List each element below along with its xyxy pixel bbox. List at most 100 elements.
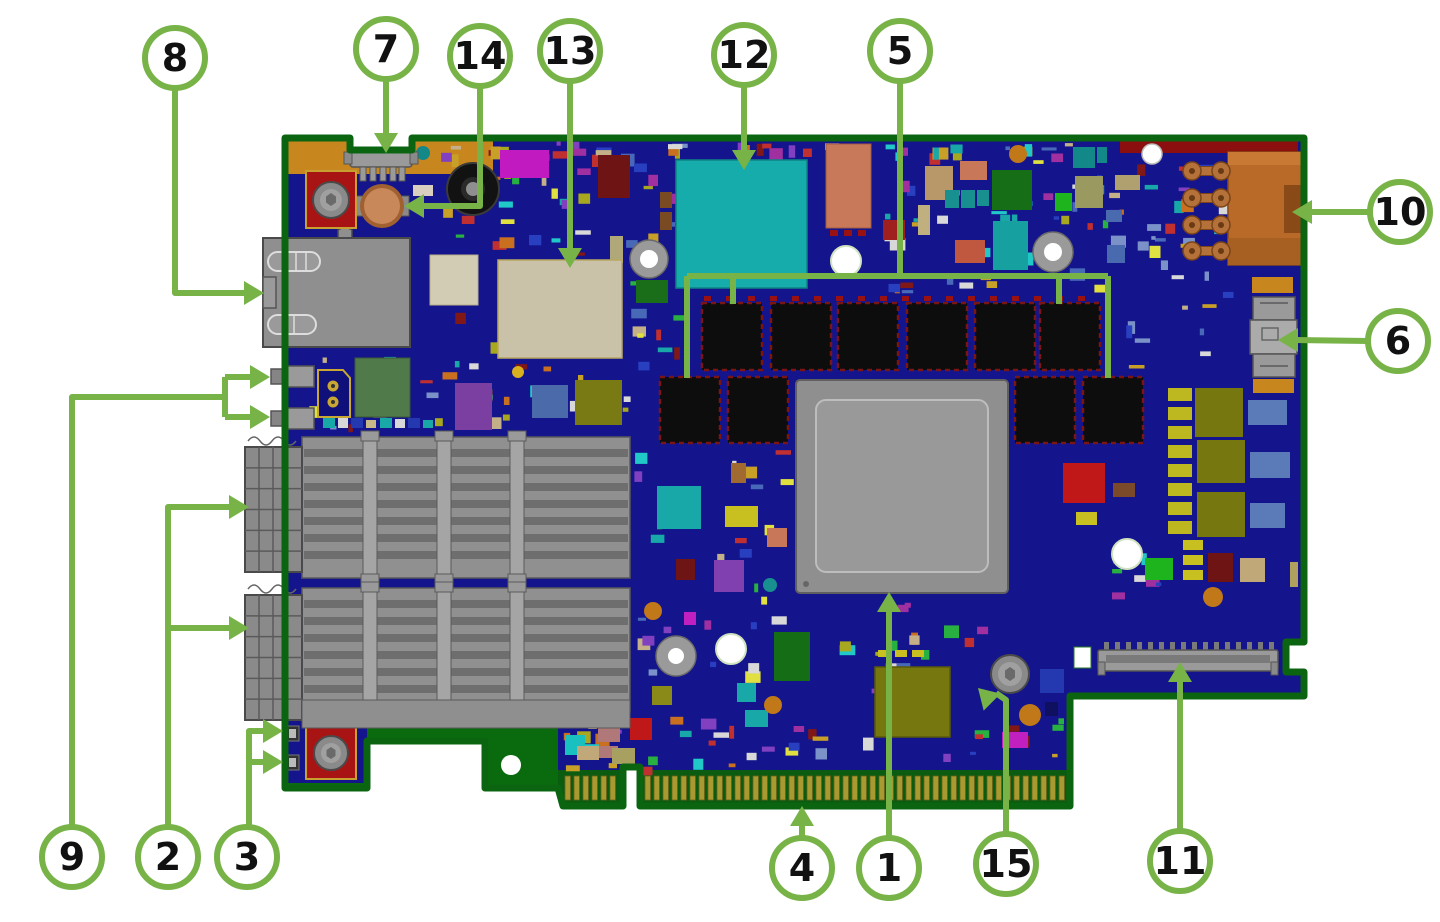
smd-component [1109,192,1120,199]
smd-component [641,766,653,776]
smd-component [1043,193,1054,200]
smd-component [803,148,812,157]
mid-component [993,221,1028,270]
smd-component [750,622,757,630]
gold-finger [573,775,580,801]
gold-finger [698,775,705,801]
mid-component [644,602,662,620]
gold-finger [1013,775,1020,801]
smd-component [906,185,916,196]
callout-number: 9 [59,835,85,879]
leader-arrowhead [229,616,249,640]
smd-component [420,380,433,384]
smd-component [793,726,805,732]
bracket-hole [501,755,521,775]
smd-component [885,144,895,150]
solder-pad [814,296,821,301]
through-hole-pair [1182,161,1231,181]
smd-component [348,424,353,433]
smd-component [1174,200,1184,214]
gold-finger [644,775,651,801]
smd-component [735,538,747,544]
pcie-gold-fingers [564,775,1065,801]
smd-component [950,144,963,154]
mid-component [1107,245,1125,263]
smd-component [656,329,662,341]
smd-component [650,534,665,543]
smd-component [728,763,736,768]
board-edge [281,134,1308,810]
smd-component [1222,291,1234,298]
smd-component [1134,338,1151,343]
mid-component [652,686,672,705]
flash-chip-13 [497,259,623,359]
mid-component [1075,176,1103,208]
mid-component [660,212,672,230]
smd-component [1126,325,1133,339]
mount-hole-2 [715,633,747,665]
dram-chip [769,301,833,372]
smd-component [762,143,772,149]
mid-component [737,683,756,702]
mid-component [351,418,363,428]
smd-component [1160,260,1168,270]
smd-component [771,616,787,625]
smd-component [668,145,679,156]
smd-component [1008,725,1020,732]
leader-arrowhead [1292,200,1312,224]
mid-component [1009,145,1027,163]
callout-4: 4 [769,806,835,901]
smd-component [1146,576,1160,587]
smd-component [888,283,900,293]
smd-component [921,650,930,660]
module-chip-salmon [825,143,872,229]
smd-component [608,763,617,769]
smd-component [571,141,580,154]
smd-component [1151,236,1156,240]
mid-component [1197,440,1245,483]
gold-finger [869,775,876,801]
smd-component [1053,216,1060,220]
mid-component [878,650,890,657]
callout-circle [142,25,208,91]
callout-6: 6 [1278,308,1431,374]
smd-component [913,218,919,222]
smd-component [623,396,631,402]
screw-mount-top-left [305,170,357,229]
connector-pin [1104,642,1109,652]
callout-number: 13 [544,29,597,73]
mid-component [657,486,701,529]
callout-15: 15 [973,688,1039,897]
smd-component [1134,575,1146,582]
smd-component [631,308,647,319]
leader-arrowhead [732,150,756,170]
smd-component [911,222,920,227]
smd-component [561,199,571,209]
callout-circle [867,18,933,84]
smd-component [668,144,683,150]
dram-chip [973,301,1037,372]
through-hole-pair [1182,241,1231,261]
gold-finger [1049,775,1056,801]
mid-component [1168,502,1192,515]
mid-component [1045,702,1058,716]
through-hole-pair [1182,188,1231,208]
gold-finger [788,775,795,801]
smd-component [977,626,989,635]
smd-component [490,146,501,160]
smd-component [592,154,604,167]
smd-component [933,147,939,160]
mid-component [764,696,782,714]
discrete-components [323,145,1298,764]
smd-component [897,604,909,613]
callout-circle [711,22,777,88]
mid-component [714,560,744,592]
mid-component [1019,704,1041,726]
smd-component [693,758,704,770]
smb-connector-1 [270,365,315,388]
mid-component [1040,669,1064,693]
mid-component [1076,512,1097,525]
gold-finger [1040,775,1047,801]
smd-component [679,730,692,738]
connector-pin [1137,642,1142,652]
